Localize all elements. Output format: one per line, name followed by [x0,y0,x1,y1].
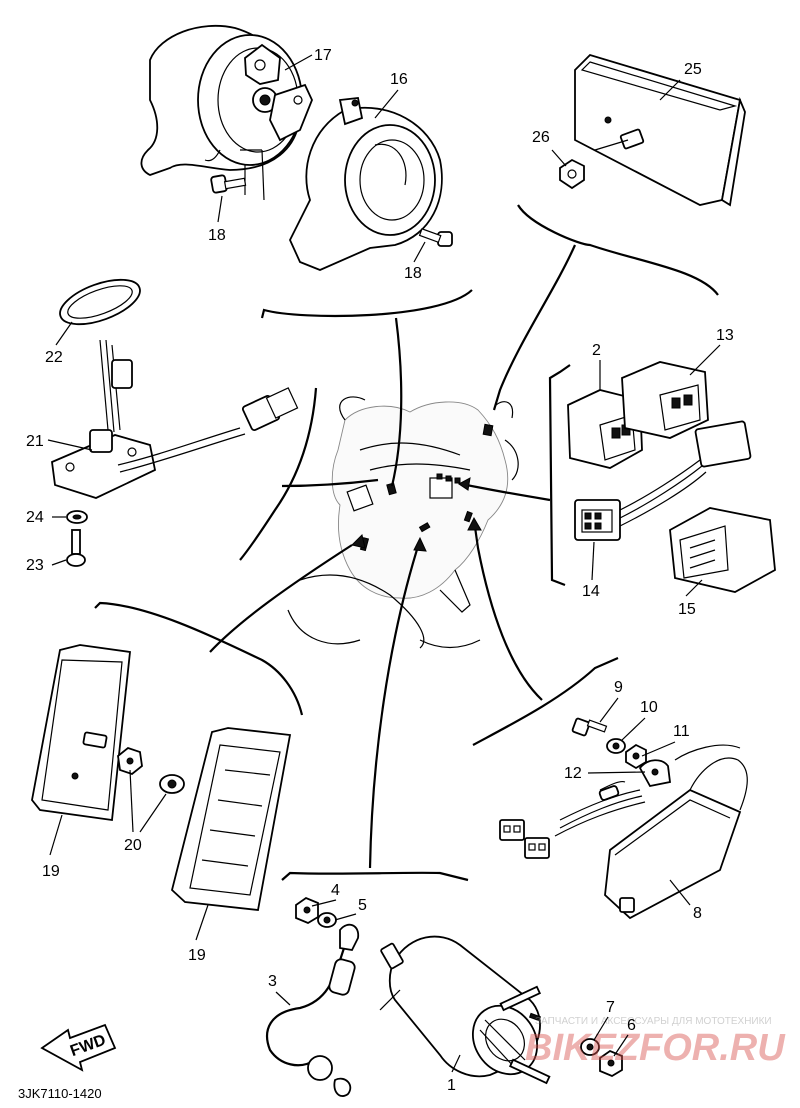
washer-24 [66,510,88,524]
callout-12: 12 [564,765,582,782]
callout-14: 14 [582,583,600,600]
coupler-13 [621,361,709,439]
section-brackets [94,204,719,882]
watermark-logo: BIKEZFOR.RU [525,1027,786,1069]
fastener-9 [571,717,608,737]
frame-silhouette [287,396,519,649]
fuel-sender-21 [51,278,299,499]
callout-10: 10 [640,699,658,716]
callout-16: 16 [390,71,408,88]
location-markers [346,423,494,552]
callout-leaders [47,54,721,1073]
callout-3: 3 [268,973,277,990]
fwd-arrow-icon: FWD [40,1023,117,1072]
leader-lines [209,244,577,869]
washer-5 [317,912,337,928]
coupler-15 [669,507,776,593]
drawing-code: 3JK7110-1420 [18,1086,102,1101]
callout-11: 11 [673,723,690,740]
nut-26 [559,128,645,190]
callout-22: 22 [45,349,63,366]
coupler-14 [574,420,752,541]
callout-15: 15 [678,601,696,618]
bolt-18-a [210,174,247,194]
callout-23: 23 [26,557,44,574]
callout-25: 25 [684,61,702,78]
watermark: ЗАПЧАСТИ И АКСЕССУАРЫ ДЛЯ МОТОТЕХНИКИ BI… [525,1016,786,1069]
washer-10 [606,738,626,754]
bolt-18-b [418,228,453,247]
rectifier-8 [499,744,748,920]
lead-3 [266,923,360,1097]
callout-17: 17 [314,47,332,64]
screw-23 [66,529,86,567]
callout-21: 21 [26,433,44,450]
callout-9: 9 [614,679,623,696]
nut-6 [599,1049,623,1078]
horn-assembly-2 [289,97,443,271]
reflector-19-b [170,727,292,911]
watermark-tagline: ЗАПЧАСТИ И АКСЕССУАРЫ ДЛЯ МОТОТЕХНИКИ [535,1016,772,1027]
callout-2: 2 [592,342,601,359]
callout-numbers: 1 2 3 4 5 6 7 8 9 10 11 12 13 14 15 16 1… [26,47,734,1094]
nut-4 [295,896,319,925]
callout-5: 5 [358,897,367,914]
horn-assembly [140,24,313,201]
callout-4: 4 [331,882,340,899]
reflector-plate-25 [574,53,746,207]
reflector-19-a [31,644,131,822]
callout-1: 1 [447,1077,456,1094]
starter-relay-1 [379,935,551,1085]
callout-24: 24 [26,509,44,526]
callout-6: 6 [627,1017,636,1034]
callout-18b: 18 [404,265,422,282]
callout-19b: 19 [188,947,206,964]
callout-20: 20 [124,837,142,854]
washer-7 [580,1038,600,1056]
callout-19a: 19 [42,863,60,880]
nut-20 [117,746,185,794]
callout-18a: 18 [208,227,226,244]
callout-7: 7 [606,999,615,1016]
callout-13: 13 [716,327,734,344]
clamp-12 [638,759,671,788]
callout-26: 26 [532,129,550,146]
callout-8: 8 [693,905,702,922]
